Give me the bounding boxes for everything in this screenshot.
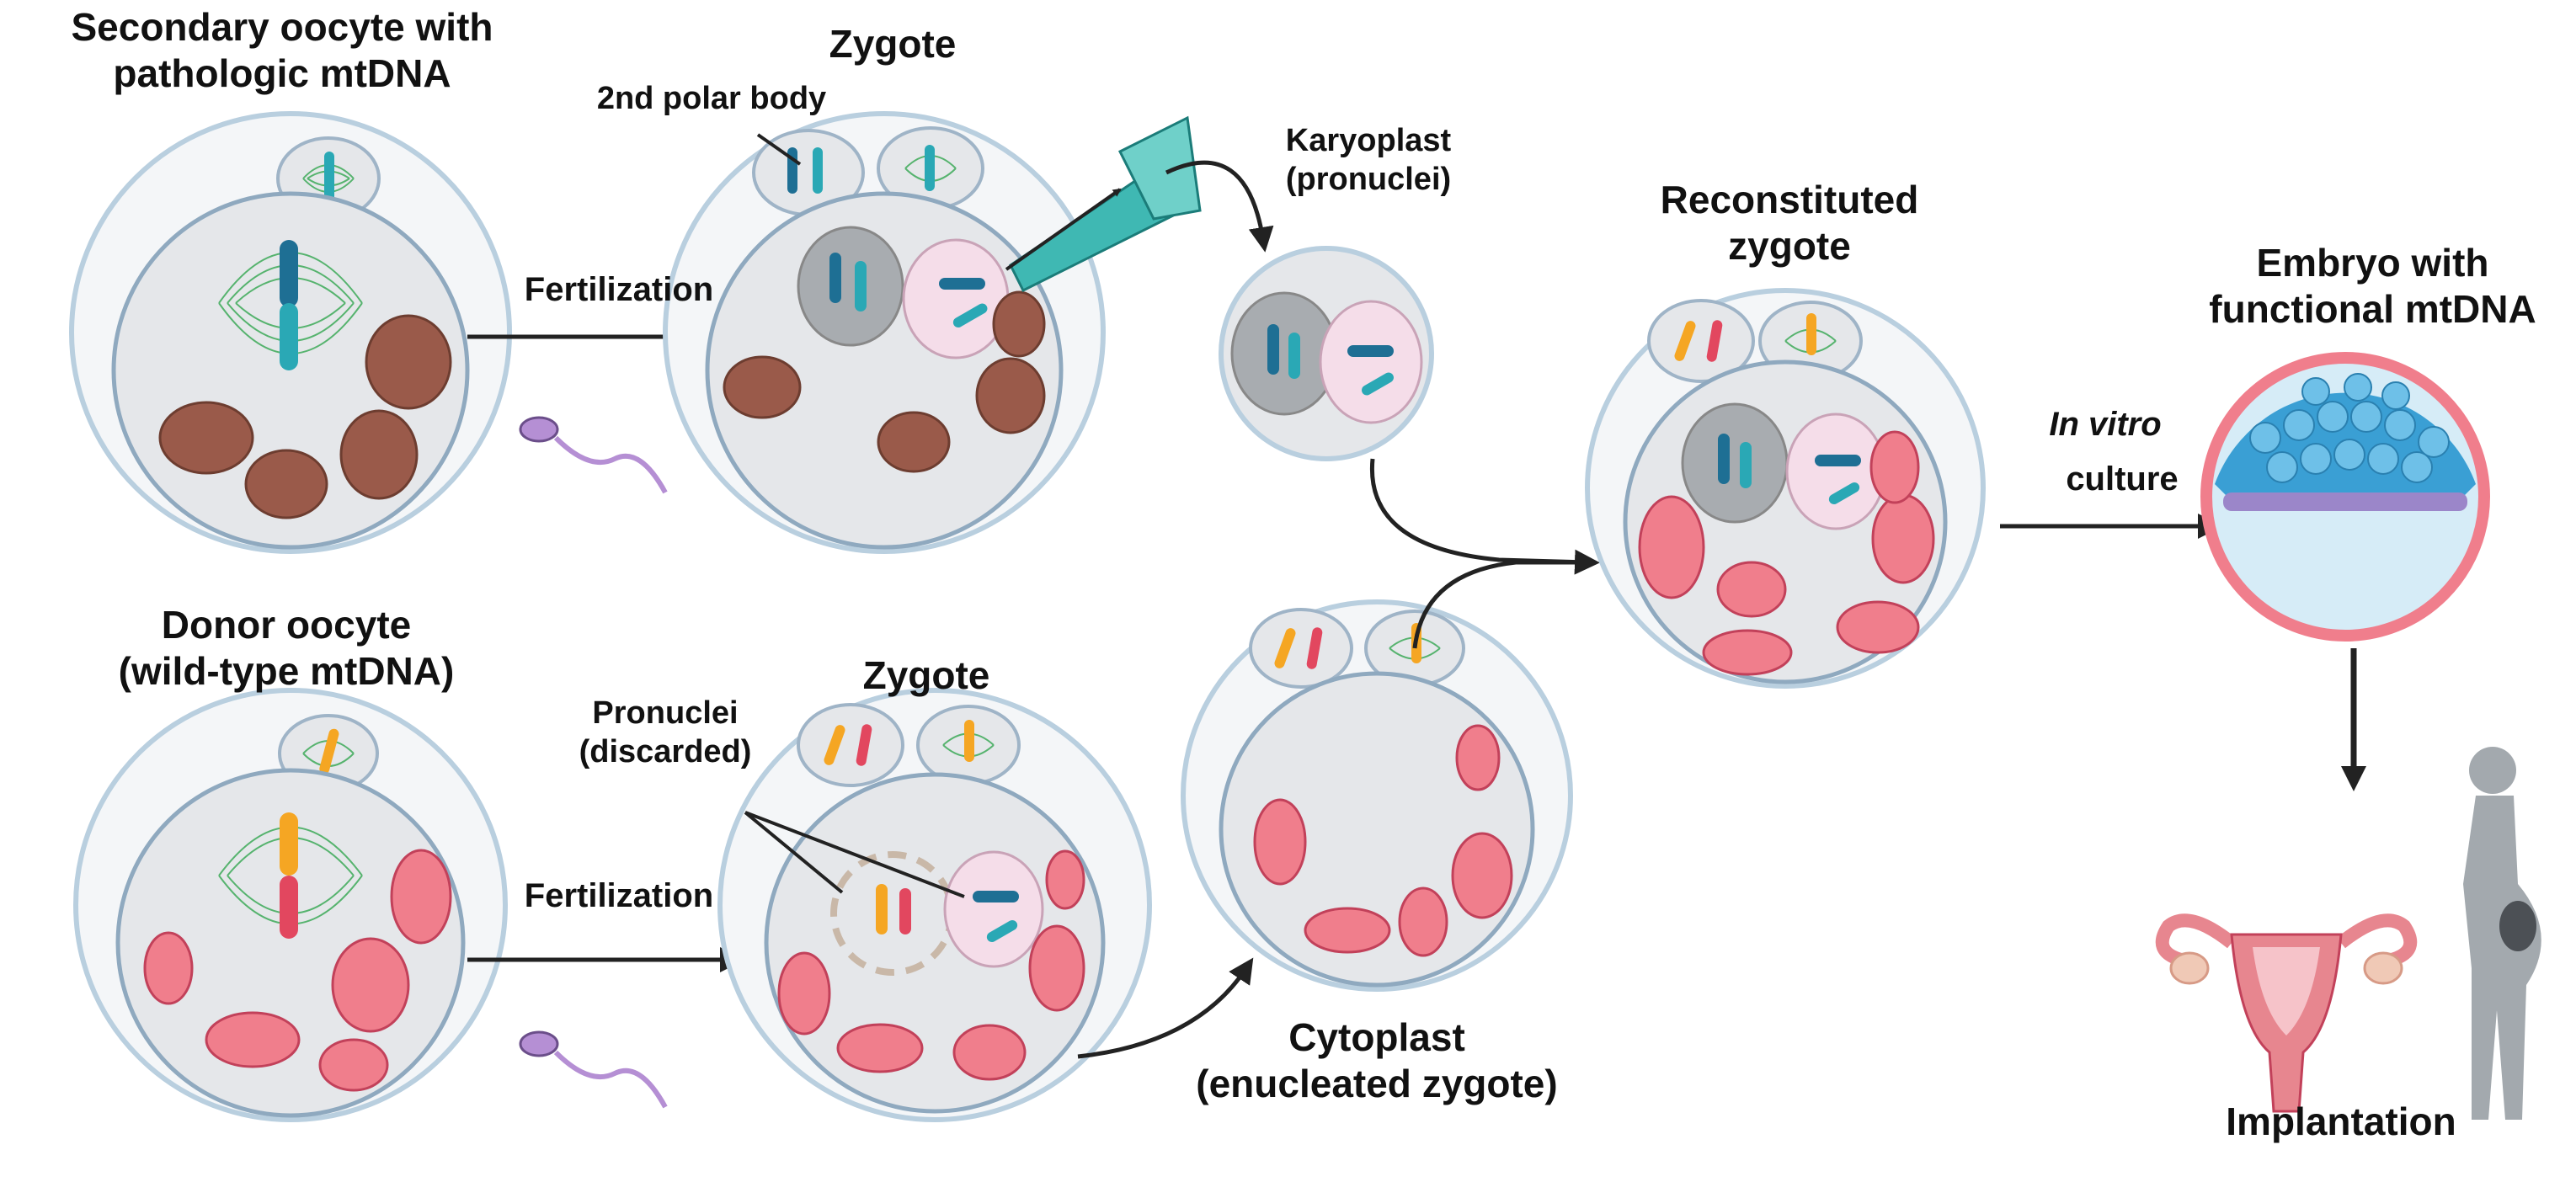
cytoplast <box>1181 599 1573 992</box>
pronuclei-label-line2: (discarded) <box>579 733 752 769</box>
uterus-icon <box>2155 913 2418 1113</box>
pronuclei-pointer-right <box>744 811 965 898</box>
zygote-top <box>663 111 1202 554</box>
secondary-oocyte <box>69 111 512 554</box>
reconstituted-zygote-label: Reconstituted zygote <box>1613 177 1966 269</box>
reconstituted-zygote <box>1585 288 1986 689</box>
arrow-to-cytoplast <box>1077 957 1254 1059</box>
secondary-oocyte-label-line1: Secondary oocyte with <box>71 5 493 49</box>
second-polar-body-label: 2nd polar body <box>596 81 827 116</box>
karyoplast-label-line1: Karyoplast <box>1285 123 1452 158</box>
arrow-cytoplast-to-reconstituted <box>1412 560 1587 649</box>
secondary-oocyte-label-line2: pathologic mtDNA <box>113 51 451 96</box>
zygote-top-label: Zygote <box>829 22 957 66</box>
cytoplast-label-line2: (enucleated zygote) <box>1196 1062 1558 1106</box>
karyoplast <box>1219 246 1434 461</box>
donor-label-line2: (wild-type mtDNA) <box>118 649 455 694</box>
reconstituted-label-line2: zygote <box>1728 224 1851 269</box>
pathologic-mitochondria <box>158 314 452 519</box>
pregnant-woman-icon <box>2463 747 2541 1120</box>
cytoplast-label: Cytoplast (enucleated zygote) <box>1141 1014 1613 1107</box>
zygote-bottom <box>717 688 1152 1122</box>
arrow-to-karyoplast <box>1165 160 1274 253</box>
fertilization-bottom-label: Fertilization <box>524 877 714 914</box>
pronuclei-discarded-label: Pronuclei (discarded) <box>531 695 800 771</box>
sperm-icon-bottom <box>519 1030 668 1109</box>
karyoplast-label-line2: (pronuclei) <box>1285 161 1452 197</box>
pronuclei-pointer-left <box>744 811 844 894</box>
reconstituted-label-line1: Reconstituted <box>1660 178 1919 221</box>
embryo-label-line2: functional mtDNA <box>2209 287 2536 332</box>
polar-body-pointer <box>756 133 802 166</box>
donor-oocyte <box>73 688 508 1122</box>
fertilization-top-label: Fertilization <box>524 271 714 308</box>
pronuclei-label-line1: Pronuclei <box>592 695 739 731</box>
zygote-bottom-label: Zygote <box>862 653 990 697</box>
arrow-karyoplast-to-reconstituted <box>1369 458 1600 575</box>
female-pronucleus <box>797 226 904 347</box>
culture-label: culture <box>2066 461 2179 498</box>
embryo-label-line1: Embryo with <box>2256 241 2489 285</box>
in-vitro-label: In vitro <box>2049 406 2162 443</box>
cytoplast-label-line1: Cytoplast <box>1288 1015 1465 1059</box>
micropipette-icon <box>1009 115 1202 293</box>
secondary-oocyte-label: Secondary oocyte with pathologic mtDNA <box>13 4 552 97</box>
chromosome-blue <box>280 240 298 307</box>
implantation-label: Implantation <box>2226 1099 2456 1143</box>
donor-label-line1: Donor oocyte <box>161 603 412 647</box>
karyoplast-label: Karyoplast (pronuclei) <box>1225 122 1512 199</box>
embryo-label: Embryo with functional mtDNA <box>2173 240 2573 333</box>
donor-oocyte-label: Donor oocyte (wild-type mtDNA) <box>51 602 522 695</box>
embryo-blastocyst <box>2200 352 2490 642</box>
chromosome-teal <box>280 303 298 370</box>
male-pronucleus <box>902 238 1010 359</box>
sperm-icon <box>519 416 668 494</box>
